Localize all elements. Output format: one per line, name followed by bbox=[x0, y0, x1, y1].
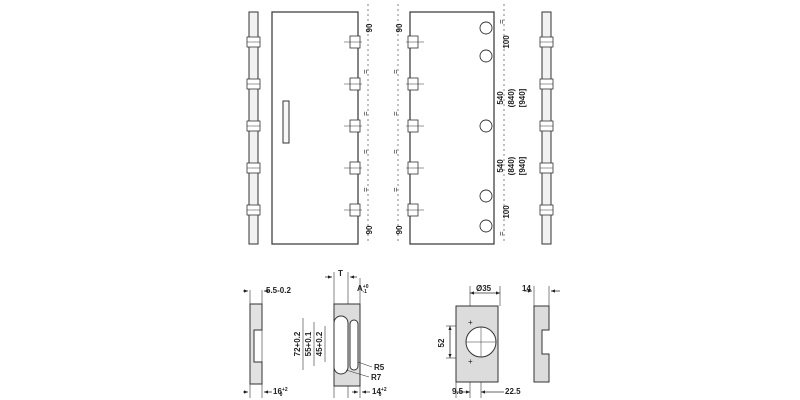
bore-spacing-dimensions: 100 540 (840) [940] 540 (840) [940] 100 … bbox=[496, 4, 527, 244]
svg-text:=: = bbox=[361, 69, 370, 74]
dim-side-width: 14 bbox=[522, 284, 531, 293]
svg-text:=: = bbox=[361, 111, 370, 116]
slot-outer bbox=[333, 315, 349, 375]
bore-hole bbox=[479, 189, 493, 203]
door-handle-slot bbox=[282, 100, 290, 144]
svg-text:=: = bbox=[497, 19, 506, 24]
radius-r7: R7 bbox=[371, 373, 382, 382]
svg-text:=: = bbox=[391, 69, 400, 74]
dim-hinge-bottom-right: 90 bbox=[395, 225, 404, 234]
bore-hole bbox=[479, 119, 493, 133]
door-elevation: 90 90 = = = = 90 90 = = = = bbox=[246, 4, 554, 245]
dim-cup-height: 52 bbox=[437, 338, 446, 347]
svg-text:=: = bbox=[361, 187, 370, 192]
svg-text:(840): (840) bbox=[507, 156, 516, 175]
edge-hinge-marks bbox=[539, 36, 554, 216]
dim-cup-right: 22.5 bbox=[505, 387, 521, 396]
frame-side bbox=[406, 11, 495, 245]
frame-bore-holes bbox=[479, 21, 493, 233]
dim-cup-left: 9.5 bbox=[452, 387, 464, 396]
slot-inner bbox=[349, 319, 359, 371]
dim-slot-72: 72+0.2 bbox=[293, 331, 302, 356]
svg-text:[940]: [940] bbox=[518, 156, 527, 175]
svg-text:=: = bbox=[391, 149, 400, 154]
svg-text:540: 540 bbox=[496, 91, 505, 105]
bore-hole bbox=[479, 219, 493, 233]
left-dimension-column: 90 90 = = = = bbox=[361, 4, 374, 244]
svg-text:=: = bbox=[361, 149, 370, 154]
svg-text:[940]: [940] bbox=[518, 88, 527, 107]
dim-hinge-top-right: 90 bbox=[395, 23, 404, 32]
label-t: T bbox=[338, 269, 343, 278]
label-a: A+0-1 bbox=[357, 284, 369, 295]
svg-text:(840): (840) bbox=[507, 88, 516, 107]
svg-text:=: = bbox=[497, 231, 506, 236]
dim-bore-bottom: 100 bbox=[502, 205, 511, 219]
right-dimension-column: 90 90 = = = = bbox=[391, 4, 404, 244]
bore-hole bbox=[479, 49, 493, 63]
frame-hinge-marks bbox=[406, 35, 424, 217]
svg-text:=: = bbox=[391, 111, 400, 116]
dim-cup-diameter: Ø35 bbox=[476, 284, 492, 293]
svg-text:+: + bbox=[468, 318, 473, 327]
right-edge-strip bbox=[539, 11, 554, 245]
radius-r5: R5 bbox=[374, 363, 385, 372]
dim-hinge-top-left: 90 bbox=[365, 23, 374, 32]
door-leaf bbox=[271, 11, 362, 245]
dim-slot-45: 45+0.2 bbox=[315, 331, 324, 356]
edge-hinge-marks bbox=[246, 36, 261, 216]
bore-hole bbox=[479, 21, 493, 35]
svg-text:+: + bbox=[468, 357, 473, 366]
side-section: 14 bbox=[522, 284, 560, 383]
dim-bore-top: 100 bbox=[502, 35, 511, 49]
svg-text:540: 540 bbox=[496, 159, 505, 173]
dim-slot-55: 55+0.1 bbox=[304, 331, 313, 356]
dim-bore-mid-lower: 540 (840) [940] bbox=[496, 156, 527, 175]
dim-frame-depth: 5.5-0.2 bbox=[266, 286, 291, 295]
left-edge-strip bbox=[246, 11, 261, 245]
dim-hinge-bottom-left: 90 bbox=[365, 225, 374, 234]
svg-text:=: = bbox=[391, 187, 400, 192]
equal-marks-left: = = = = bbox=[361, 69, 370, 192]
door-hinge-marks bbox=[344, 35, 362, 217]
equal-marks-right: = = = = bbox=[391, 69, 400, 192]
dim-bore-mid-upper: 540 (840) [940] bbox=[496, 88, 527, 107]
cup-bore-detail: Ø35 + + 52 9.5 22.5 bbox=[437, 284, 521, 398]
